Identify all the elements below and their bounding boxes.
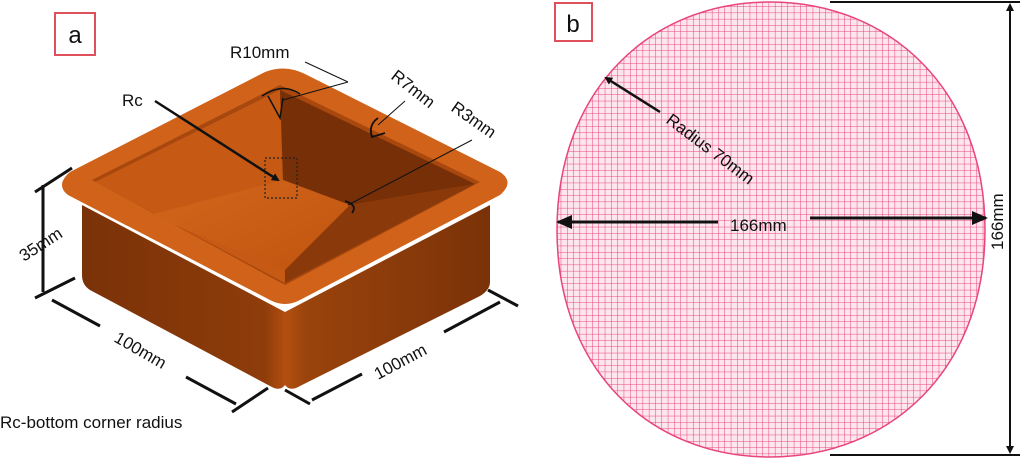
cup-inner-right-wall (285, 184, 475, 283)
panel-b-label-box (554, 2, 593, 42)
cup-floor (150, 180, 350, 270)
r3-label: R3mm (448, 98, 500, 142)
square-cup-model (61, 68, 508, 389)
panel-b: b Radius 70mm 166mm 166mm (554, 1, 1020, 458)
blank-outline (556, 1, 986, 458)
cup-right-wall (285, 205, 490, 389)
caption: Rc-bottom corner radius (0, 413, 182, 432)
length-right-label: 100mm (371, 340, 430, 383)
panel-b-label: b (566, 11, 579, 38)
height-label-b: 166mm (988, 193, 1007, 250)
r10-label: R10mm (230, 43, 290, 62)
r3-leader (347, 139, 473, 206)
r10-arc-icon (261, 87, 301, 121)
rc-detail-box (264, 157, 298, 199)
length-left-label: 100mm (111, 328, 170, 373)
blank-mesh (557, 2, 985, 457)
r7-leader (377, 100, 406, 126)
radius-arrow (604, 76, 661, 114)
r7-label: R7mm (388, 66, 439, 112)
width-label: 166mm (730, 216, 787, 235)
panel-a-label-box (54, 12, 96, 56)
height-dimension-b: 166mm (830, 1, 1020, 456)
r3-arc-icon (344, 200, 355, 214)
cup-left-wall (82, 205, 285, 389)
r10-leader (282, 61, 349, 101)
cup-inner-back-right (280, 90, 475, 205)
height-label: 35mm (16, 224, 66, 266)
rc-arrow (154, 99, 280, 182)
panel-a: a R10mm Rc R7mm R3mm 35 (0, 12, 519, 432)
r7-arc-icon (369, 117, 386, 139)
panel-a-label: a (68, 22, 82, 49)
rc-label: Rc (122, 91, 143, 110)
